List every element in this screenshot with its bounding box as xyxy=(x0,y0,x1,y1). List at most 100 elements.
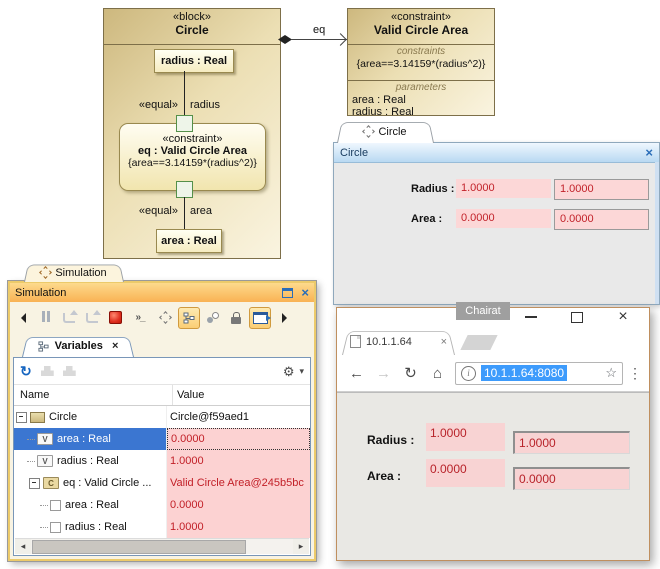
part-area[interactable]: area : Real xyxy=(156,229,222,253)
table-header: Name Value xyxy=(14,384,310,406)
back-icon[interactable]: ← xyxy=(349,364,364,382)
table-row[interactable]: radius : Real 1.0000 xyxy=(14,516,310,538)
import-icon[interactable] xyxy=(62,366,76,376)
restore-window-icon[interactable] xyxy=(282,287,294,298)
stop-button[interactable] xyxy=(105,308,125,328)
home-icon[interactable]: ⌂ xyxy=(432,364,443,382)
simulation-toolbar: »_ xyxy=(10,302,314,333)
pause-button[interactable] xyxy=(36,308,56,328)
constraint-property-name: eq : Valid Circle Area xyxy=(137,145,248,157)
scrollbar-left-arrow[interactable]: ◂ xyxy=(15,539,31,554)
gear-icon[interactable]: ⚙ xyxy=(282,363,295,379)
open-in-new-window-button[interactable] xyxy=(249,306,271,329)
row-value[interactable]: 1.0000 xyxy=(167,450,310,472)
part-radius[interactable]: radius : Real xyxy=(154,49,234,73)
block-icon xyxy=(30,411,45,423)
parameter-radius: radius : Real xyxy=(352,106,414,118)
parameter-end-label-area: area xyxy=(190,205,213,217)
animation-button[interactable] xyxy=(155,308,175,328)
scroll-left-button[interactable] xyxy=(13,308,33,328)
row-value[interactable]: 1.0000 xyxy=(167,516,310,538)
browser-titlebar[interactable]: Chairat × xyxy=(337,302,649,328)
close-icon[interactable]: × xyxy=(111,340,119,352)
breakpoints-button[interactable] xyxy=(203,308,223,328)
simulation-panel: Simulation × »_ xyxy=(8,281,316,561)
constraints-compartment-label: constraints xyxy=(396,46,446,57)
constraint-parameter-icon xyxy=(50,521,61,533)
area-value-input[interactable]: 0.0000 xyxy=(554,209,649,230)
refresh-icon[interactable]: ↻ xyxy=(20,363,32,379)
tab-simulation[interactable]: Simulation xyxy=(24,263,124,282)
block-name: Circle xyxy=(175,23,209,37)
maximize-button[interactable] xyxy=(567,308,587,326)
table-row[interactable]: Circle Circle@f59aed1 xyxy=(14,406,310,428)
scrollbar-right-arrow[interactable]: ▸ xyxy=(293,539,309,554)
minimize-button[interactable] xyxy=(521,308,541,326)
row-value[interactable]: 0.0000 xyxy=(167,428,310,450)
step-into-button[interactable] xyxy=(59,308,79,328)
forward-icon[interactable]: → xyxy=(376,364,391,382)
radius-value-input[interactable]: 1.0000 xyxy=(554,179,649,200)
page-radius-input[interactable]: 1.0000 xyxy=(513,431,630,454)
constraint-block-stereotype: «constraint» xyxy=(391,11,451,23)
block-circle[interactable]: «block» Circle radius : Real «equal» rad… xyxy=(103,8,281,259)
step-over-button[interactable] xyxy=(82,308,102,328)
table-row-selected[interactable]: V area : Real 0.0000 xyxy=(14,428,310,450)
tab-close-icon[interactable]: × xyxy=(440,335,447,348)
browser-menu-icon[interactable]: ⋮ xyxy=(628,364,642,381)
browser-window: Chairat × 10.1.1.64 × ← → ↻ ⌂ i 10 xyxy=(336,302,650,561)
address-bar[interactable]: i 10.1.1.64:8080 ☆ xyxy=(455,361,623,385)
row-name: area : Real xyxy=(65,499,119,511)
table-row[interactable]: C eq : Valid Circle ... Valid Circle Are… xyxy=(14,472,310,494)
table-row[interactable]: V radius : Real 1.0000 xyxy=(14,450,310,472)
lock-button[interactable] xyxy=(226,308,246,328)
scrollbar-thumb[interactable] xyxy=(32,540,246,554)
browser-tabstrip: 10.1.1.64 × xyxy=(337,328,649,355)
console-button[interactable]: »_ xyxy=(128,308,152,328)
row-value[interactable]: Valid Circle Area@245b5bc xyxy=(167,472,310,494)
page-area-display: 0.0000 xyxy=(426,459,505,487)
bookmark-star-icon[interactable]: ☆ xyxy=(605,365,617,380)
horizontal-scrollbar[interactable]: ◂ ▸ xyxy=(15,538,309,554)
row-name: Circle xyxy=(49,411,78,423)
simulation-titlebar[interactable]: Simulation × xyxy=(10,283,314,302)
constraint-parameter-pin-radius[interactable] xyxy=(176,115,193,132)
area-value-display[interactable]: 0.0000 xyxy=(456,209,551,228)
browser-tab[interactable]: 10.1.1.64 × xyxy=(342,328,455,355)
collapse-icon[interactable] xyxy=(16,411,27,423)
constraint-property-eq[interactable]: «constraint» eq : Valid Circle Area {are… xyxy=(119,123,266,191)
close-icon[interactable]: × xyxy=(301,285,309,300)
table-row[interactable]: area : Real 0.0000 xyxy=(14,494,310,516)
scroll-right-button[interactable] xyxy=(274,308,294,328)
new-tab-button[interactable] xyxy=(460,335,498,350)
info-icon[interactable]: i xyxy=(461,365,476,381)
eq-connector-label: eq xyxy=(313,24,326,36)
reload-icon[interactable]: ↻ xyxy=(404,365,417,382)
binding-connector-top xyxy=(184,71,185,115)
radius-value-display[interactable]: 1.0000 xyxy=(456,179,551,198)
column-header-name[interactable]: Name xyxy=(14,385,173,405)
row-value[interactable]: 0.0000 xyxy=(167,494,310,516)
variables-table: ↻ ⚙ ▾ Name Value Circle Circle@f59aed1 xyxy=(13,357,311,556)
eq-connector-arrowhead xyxy=(334,33,347,46)
column-header-value[interactable]: Value xyxy=(177,389,205,401)
variables-view-button[interactable] xyxy=(178,306,200,329)
close-button[interactable]: × xyxy=(618,308,628,325)
close-icon[interactable]: × xyxy=(645,145,653,160)
export-icon[interactable] xyxy=(40,366,54,376)
tab-circle-pane[interactable]: Circle xyxy=(337,120,434,143)
circle-panel-title: Circle xyxy=(340,146,369,159)
tab-variables[interactable]: Variables × xyxy=(22,335,134,357)
row-name: eq : Valid Circle ... xyxy=(63,477,152,489)
circle-panel-titlebar[interactable]: Circle × xyxy=(334,143,659,163)
eq-connector-line[interactable] xyxy=(291,39,347,40)
radius-label: Radius : xyxy=(411,183,455,195)
block-valid-circle-area[interactable]: «constraint» Valid Circle Area constrain… xyxy=(347,8,495,118)
constraint-parameter-pin-area[interactable] xyxy=(176,181,193,198)
row-name: radius : Real xyxy=(65,521,127,533)
collapse-icon[interactable] xyxy=(29,477,40,489)
page-area-input[interactable]: 0.0000 xyxy=(513,467,630,490)
gear-dropdown-icon[interactable]: ▾ xyxy=(299,365,304,376)
row-value[interactable]: Circle@f59aed1 xyxy=(167,406,310,428)
url-text-selected[interactable]: 10.1.1.64:8080 xyxy=(481,365,568,381)
